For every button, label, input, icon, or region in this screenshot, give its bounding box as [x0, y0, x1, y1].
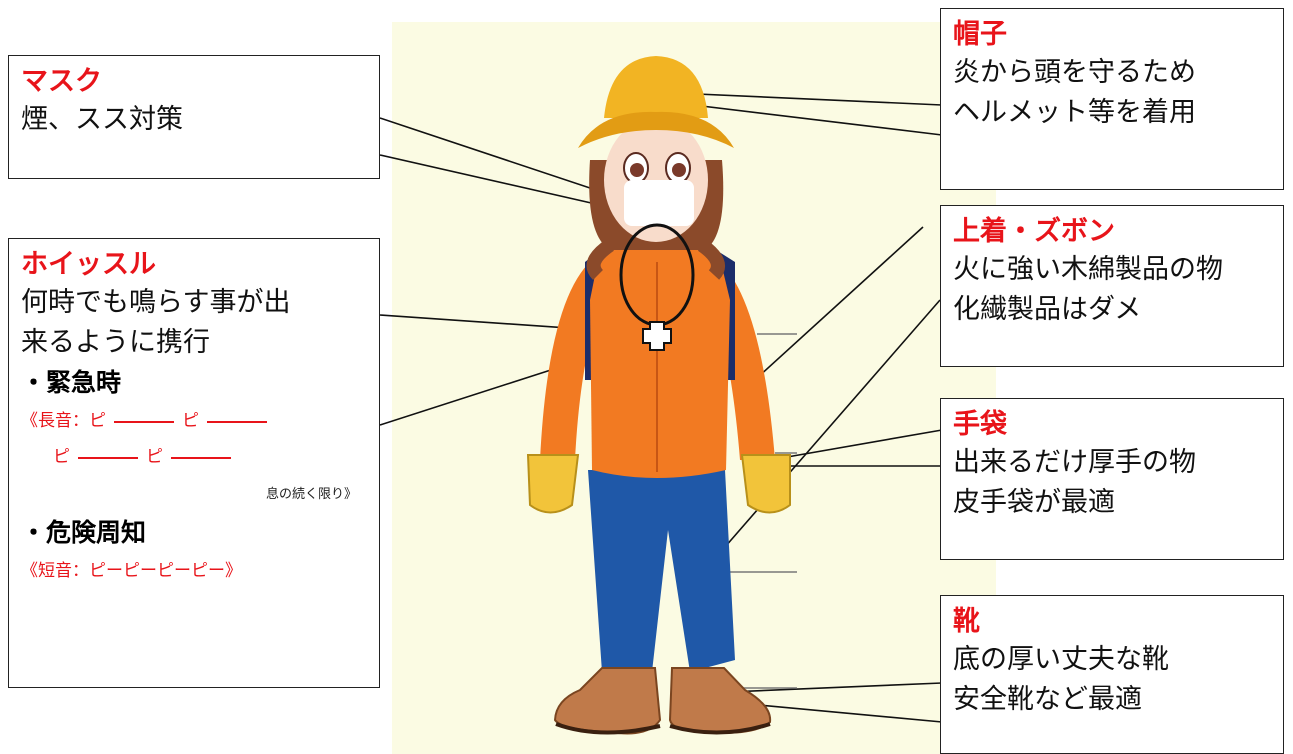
- gloves-line-top: [769, 429, 943, 461]
- clothes-title: 上着・ズボン: [953, 216, 1115, 247]
- boots-text-line-1: 底の厚い丈夫な靴: [953, 644, 1169, 675]
- jacket: [590, 241, 730, 478]
- clothes-text-line-2: 化繊製品はダメ: [953, 294, 1142, 325]
- emergency-signal-line-1: 《長音：ピピ: [21, 403, 369, 439]
- gloves-callout: 手袋 出来るだけ厚手の物 皮手袋が最適: [940, 398, 1284, 560]
- pants: [588, 470, 735, 672]
- hat-text-line-1: 炎から頭を守るため: [953, 57, 1196, 88]
- hat-text-line-2: ヘルメット等を着用: [953, 97, 1196, 128]
- boots-text-line-2: 安全靴など最適: [953, 684, 1142, 715]
- clothes-line-bottom: [717, 299, 941, 556]
- gloves-text-line-1: 出来るだけ厚手の物: [953, 447, 1196, 478]
- boots-callout: 靴 底の厚い丈夫な靴 安全靴など最適: [940, 595, 1284, 754]
- mask: [624, 180, 694, 226]
- hat: [604, 56, 708, 118]
- gloves-title: 手袋: [953, 409, 1007, 440]
- alert-signal-line: 《短音：ピーピーピーピー》: [21, 561, 242, 581]
- mask-title: マスク: [21, 66, 102, 97]
- alert-label: ・危険周知: [21, 518, 147, 547]
- whistle-text-line-2: 来るように携行: [21, 327, 210, 358]
- mask-line-bottom: [379, 154, 623, 211]
- whistle-icon: [642, 321, 672, 351]
- boots: [553, 667, 772, 735]
- left-glove: [526, 454, 580, 514]
- hat-callout: 帽子 炎から頭を守るため ヘルメット等を着用: [940, 8, 1284, 190]
- whistle-title: ホイッスル: [21, 249, 156, 280]
- right-glove: [740, 454, 791, 514]
- emergency-signal-line-3: 息の続く限り》: [265, 487, 357, 502]
- emergency-signal-line-2: ピピ: [21, 439, 369, 475]
- gloves-text-line-2: 皮手袋が最適: [953, 487, 1115, 518]
- clothes-text-line-1: 火に強い木綿製品の物: [953, 254, 1223, 285]
- boots-title: 靴: [953, 606, 980, 637]
- whistle-callout: ホイッスル 何時でも鳴らす事が出 来るように携行 ・緊急時 《長音：ピピ ピピ …: [8, 238, 380, 688]
- mask-callout: マスク 煙、スス対策: [8, 55, 380, 179]
- hat-title: 帽子: [953, 19, 1007, 50]
- mask-line-top: [379, 117, 621, 199]
- emergency-label: ・緊急時: [21, 368, 122, 397]
- clothes-line-top: [756, 226, 924, 379]
- whistle-text-line-1: 何時でも鳴らす事が出: [21, 287, 291, 318]
- mask-text: 煙、スス対策: [21, 104, 183, 135]
- clothes-callout: 上着・ズボン 火に強い木綿製品の物 化繊製品はダメ: [940, 205, 1284, 367]
